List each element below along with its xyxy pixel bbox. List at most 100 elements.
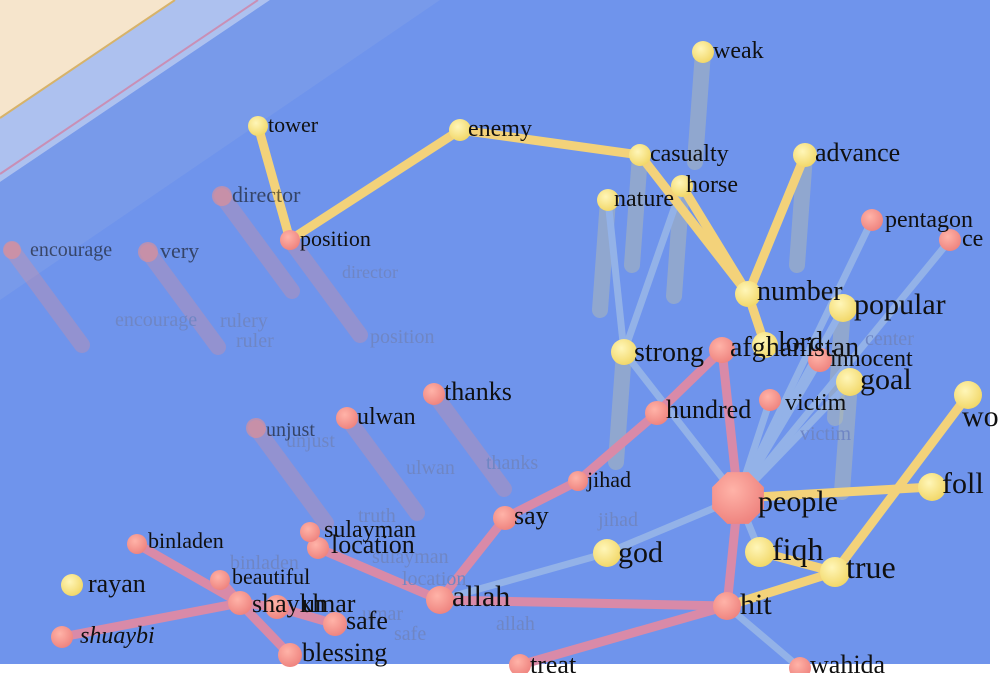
edge-allah-god <box>436 549 611 604</box>
node-people-hub[interactable] <box>712 472 764 524</box>
node-hundred[interactable] <box>645 401 669 425</box>
ghost-label: umar <box>362 603 403 625</box>
label-umar: umar <box>302 589 356 618</box>
depth-shadow-ulwan <box>339 410 425 521</box>
label-tower: tower <box>268 112 319 137</box>
label-shaykh: shaykh <box>252 589 326 618</box>
floor-edge-line <box>0 0 176 119</box>
label-jihad: jihad <box>586 467 631 492</box>
ghost-label: safe <box>394 623 426 645</box>
edge-position-enemy <box>285 125 465 245</box>
label-lord: lord <box>778 327 823 358</box>
label-popular: popular <box>854 288 946 321</box>
node-position[interactable] <box>280 230 300 250</box>
edge-nature-strong <box>604 196 628 356</box>
node-foll[interactable] <box>918 473 946 501</box>
edge-horse-number <box>677 181 753 299</box>
label-ulwan: ulwan <box>357 404 416 430</box>
label-afghanistan: afghanistan <box>730 332 859 363</box>
node-enemy[interactable] <box>449 119 471 141</box>
label-hundred: hundred <box>666 395 751 424</box>
edge-shaykh-shuaybi <box>57 598 245 642</box>
edge-hundred-jihad <box>573 408 662 486</box>
node-fiqh[interactable] <box>745 537 775 567</box>
edge-allah-say <box>435 513 510 605</box>
node-umar[interactable] <box>265 595 289 619</box>
label-allah: allah <box>452 580 510 613</box>
node-unjust[interactable] <box>246 418 266 438</box>
edge-foll-people <box>733 482 937 503</box>
node-hit[interactable] <box>713 592 741 620</box>
label-treat: treat <box>530 650 577 673</box>
node-horse[interactable] <box>671 175 693 197</box>
label-number: number <box>757 276 843 307</box>
node-lord[interactable] <box>752 332 778 358</box>
node-sulayman[interactable] <box>300 522 320 542</box>
node-advance[interactable] <box>793 143 817 167</box>
node-weak[interactable] <box>692 41 714 63</box>
node-rayan[interactable] <box>61 574 83 596</box>
node-location[interactable] <box>307 537 329 559</box>
label-victim: victim <box>785 390 847 416</box>
node-afghanistan[interactable] <box>709 337 735 363</box>
node-jihad[interactable] <box>568 471 588 491</box>
label-binladen: binladen <box>148 528 224 553</box>
node-number[interactable] <box>735 281 761 307</box>
label-goal: goal <box>860 363 912 396</box>
node-treat[interactable] <box>509 654 531 673</box>
ghost-label: ruler <box>236 330 274 352</box>
ghost-label: binladen <box>230 552 299 574</box>
edge-people-ce <box>734 236 954 502</box>
label-say: say <box>514 501 549 530</box>
node-thanks[interactable] <box>423 383 445 405</box>
node-innocent[interactable] <box>808 348 832 372</box>
label-very: very <box>160 238 199 263</box>
node-pentagon[interactable] <box>861 209 883 231</box>
label-foll: foll <box>942 467 984 500</box>
node-binladen[interactable] <box>127 534 147 554</box>
edge-jihad-say <box>500 476 583 523</box>
edge-people-strong <box>620 348 742 502</box>
label-enemy: enemy <box>468 116 532 142</box>
node-allah[interactable] <box>426 586 454 614</box>
node-goal[interactable] <box>836 368 864 396</box>
node-director[interactable] <box>212 186 232 206</box>
node-tower[interactable] <box>248 116 268 136</box>
edge-tower-position <box>253 121 295 245</box>
node-encourage[interactable] <box>3 241 21 259</box>
label-weak: weak <box>713 38 764 64</box>
edge-hit-treat <box>515 601 732 670</box>
node-nature[interactable] <box>597 189 619 211</box>
ghost-label: location <box>402 568 466 590</box>
edge-horse-strong <box>620 182 686 356</box>
depth-shadow-director <box>214 188 300 299</box>
node-shuaybi[interactable] <box>51 626 73 648</box>
ghost-label: unjust <box>286 430 335 452</box>
edge-hit-allah <box>435 595 732 611</box>
edge-hit-wahida <box>723 602 804 672</box>
node-say[interactable] <box>493 506 517 530</box>
node-very[interactable] <box>138 242 158 262</box>
node-god[interactable] <box>593 539 621 567</box>
depth-shadow-goal <box>834 374 858 500</box>
node-shaykh[interactable] <box>228 591 252 615</box>
node-popular[interactable] <box>829 294 857 322</box>
node-ce[interactable] <box>939 229 961 251</box>
label-true: true <box>846 549 896 585</box>
node-wo[interactable] <box>954 381 982 409</box>
node-beautiful[interactable] <box>210 570 230 590</box>
node-wahida[interactable] <box>789 657 811 673</box>
node-true[interactable] <box>820 557 850 587</box>
node-ulwan[interactable] <box>336 407 358 429</box>
node-victim[interactable] <box>759 389 781 411</box>
edge-afghanistan-hundred <box>652 345 727 418</box>
node-safe[interactable] <box>323 612 347 636</box>
node-casualty[interactable] <box>629 144 651 166</box>
label-position: position <box>300 226 371 251</box>
node-strong[interactable] <box>611 339 637 365</box>
node-blessing[interactable] <box>278 643 302 667</box>
ghost-label: position <box>370 326 434 348</box>
label-unjust: unjust <box>266 419 315 441</box>
